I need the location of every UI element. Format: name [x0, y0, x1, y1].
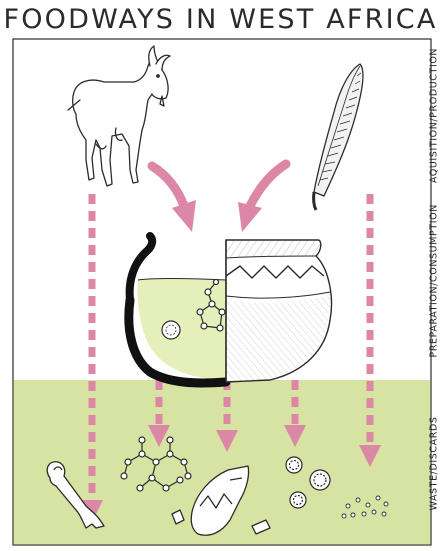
pot-icon [129, 236, 332, 383]
millet-icon [314, 64, 363, 210]
curved-arrow-right [238, 164, 286, 232]
label-waste: WASTE/DISCARDS [429, 404, 440, 524]
label-preparation: PREPARATION/CONSUMPTION [429, 218, 440, 358]
curved-arrow-left [152, 166, 196, 232]
label-acquisition: AQUISITION/PRODUCTION [429, 46, 440, 186]
